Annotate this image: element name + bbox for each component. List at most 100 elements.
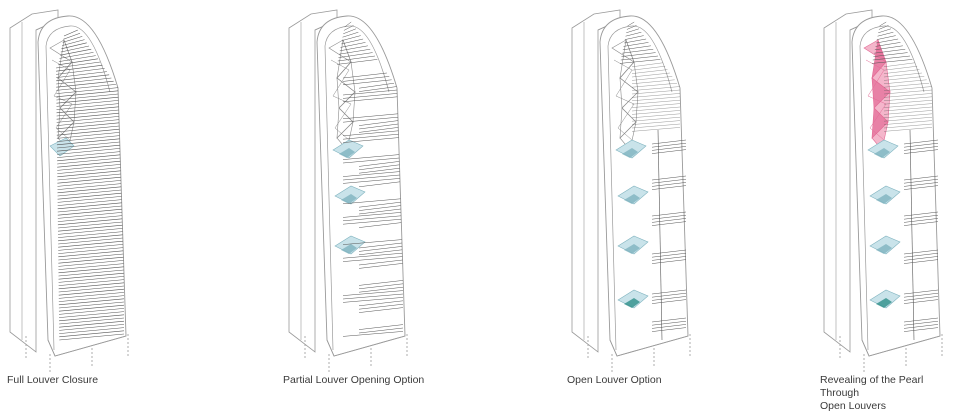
louver-slat (631, 76, 673, 81)
shell-edge (45, 45, 55, 351)
floor-detail (876, 194, 892, 204)
louver-slat (342, 171, 400, 177)
louver-slat (883, 69, 920, 74)
louver-slat (56, 144, 120, 152)
shell-inner-arc (45, 25, 111, 93)
mullion (657, 129, 663, 341)
louver-slat (651, 139, 687, 145)
louver-slat (56, 125, 120, 133)
louver-slat (631, 93, 681, 98)
louver-slat (879, 21, 887, 27)
louver-slat (883, 65, 918, 71)
louver-slat (631, 86, 680, 91)
louver-slat (872, 55, 911, 61)
louver-slat (56, 87, 119, 94)
floor-detail (874, 148, 890, 158)
louver-slat (627, 21, 635, 27)
louver-slat (57, 192, 122, 200)
louver-slat (631, 79, 675, 85)
louver-slat (903, 218, 939, 223)
louver-slat (651, 292, 687, 298)
louver-slat (903, 317, 939, 323)
louver-slat (874, 48, 906, 54)
louver-slat (56, 90, 119, 98)
louver-slat (340, 42, 366, 48)
facet (871, 121, 889, 151)
tower-shell (37, 15, 127, 357)
louver-slat (58, 288, 125, 296)
tower-shell (851, 15, 941, 357)
louver-slat (903, 292, 939, 298)
louver-slat (58, 308, 125, 315)
louver-slat (337, 59, 378, 65)
louver-slat (872, 59, 913, 64)
louver-slat (342, 256, 403, 262)
louver-slat (651, 299, 687, 304)
louver-slat (903, 146, 939, 151)
louver-slat (883, 82, 930, 88)
louver-set (337, 21, 404, 337)
louver-slat (903, 211, 939, 217)
louver-slat (883, 89, 933, 95)
louver-slat (58, 260, 124, 267)
louver-slat (56, 122, 120, 130)
caption-open-louver-option: Open Louver Option (567, 374, 662, 386)
louver-slat (903, 185, 939, 190)
louver-slat (358, 167, 400, 174)
louver-slat (57, 189, 122, 197)
shell-edge (859, 45, 869, 351)
louver-slat (57, 218, 123, 226)
louver-slat (57, 199, 122, 206)
floor-detail (876, 244, 892, 254)
louver-slat (58, 256, 124, 264)
louver-slat (56, 128, 120, 136)
louver-slat (631, 103, 681, 108)
louver-slat (56, 71, 107, 78)
louver-slat (57, 205, 122, 213)
louver-slat (57, 228, 123, 235)
tower-panel-partial (288, 9, 408, 372)
pearl-structure (863, 38, 891, 151)
facet-line (865, 59, 887, 141)
louver-slat (58, 279, 125, 286)
louver-slat (342, 79, 392, 86)
louver-slat (651, 221, 687, 226)
louver-slat (58, 244, 124, 251)
louver-slat (903, 178, 939, 184)
louver-slat (625, 31, 642, 37)
louver-slat (58, 298, 125, 306)
louver-slat (56, 103, 119, 110)
louver-slat (342, 157, 400, 164)
louver-slat (58, 231, 123, 238)
louver-slat (342, 31, 359, 38)
louver-slat (57, 208, 122, 216)
louver-slat (883, 72, 922, 78)
louver-slat (883, 103, 933, 108)
louver-slat (342, 93, 398, 99)
louver-slat (56, 80, 114, 88)
louver-slat (883, 93, 933, 98)
louver-slat (55, 61, 101, 69)
louver-slat (903, 289, 939, 295)
louver-slat (651, 259, 687, 264)
caption-revealing-the-pearl: Revealing of the Pearl Through Open Louv… (820, 374, 924, 412)
louver-slat (56, 96, 119, 104)
louver-slat (57, 160, 121, 168)
louver-slat (58, 240, 123, 248)
louver-slat (651, 211, 687, 217)
louver-slat (342, 215, 402, 222)
louver-slat (631, 116, 681, 122)
louver-slat (883, 113, 933, 119)
louver-slat (358, 208, 401, 215)
shell-base (861, 335, 941, 357)
louver-slat (903, 214, 939, 220)
louver-slat (875, 42, 901, 47)
louver-slat (903, 142, 939, 148)
louver-slat (358, 327, 404, 334)
glass-floor-plate (49, 137, 75, 157)
louver-slat (651, 317, 687, 323)
shell-base (326, 335, 406, 357)
louver-slat (883, 62, 915, 68)
louver-slat (903, 139, 939, 145)
